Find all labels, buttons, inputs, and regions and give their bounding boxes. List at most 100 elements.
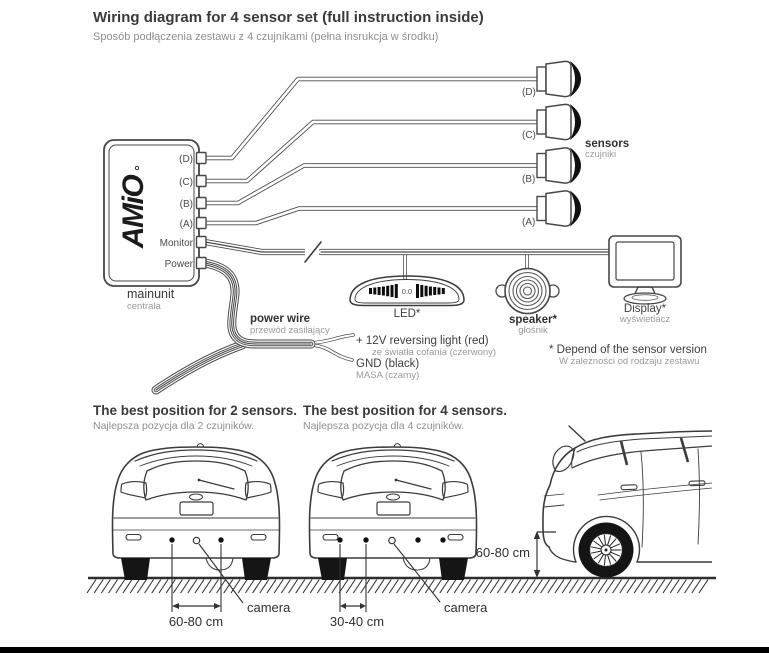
measure-height: 60-80 cm [476, 531, 556, 578]
car-rear-4-sensors [308, 442, 478, 581]
red-wire-label-pl: ze światła cofania (czerwony) [372, 347, 496, 358]
led-distance-value: 0.0 [402, 287, 412, 296]
port-connector [195, 151, 207, 165]
sensor-dot [440, 537, 446, 543]
left-section-subtitle: Najlepsza pozycja dla 2 czujników. [93, 420, 254, 432]
sensor-dot [415, 537, 421, 543]
main-unit-label-pl: centrala [127, 301, 162, 312]
window-pillar [619, 440, 629, 466]
speaker-label-pl: głośnik [518, 325, 548, 336]
led-bar [441, 288, 445, 294]
display-label: Display* [624, 303, 667, 315]
led-distance-bars [369, 284, 445, 298]
main-unit: AMiO (D) (C) (B) (A) Monitor Power mainu… [103, 139, 207, 312]
parking-sensors [536, 60, 581, 227]
port-connector [195, 256, 207, 270]
parking-sensor [536, 103, 581, 141]
height-label: 60-80 cm [476, 545, 530, 560]
display-screen [615, 241, 675, 281]
arrowhead-icon [533, 570, 541, 578]
sensor-dot [218, 537, 224, 543]
arrowhead-icon [360, 603, 366, 609]
monitor-wire [201, 238, 613, 280]
main-unit-label: mainunit [127, 287, 175, 301]
page-title: Wiring diagram for 4 sensor set (full in… [93, 9, 484, 26]
power-wire-label-pl: przewód zasilający [250, 325, 330, 336]
port-connector [195, 216, 207, 230]
camera-label-right: camera [444, 600, 488, 615]
car-rear-2-sensors [111, 442, 281, 581]
antenna [568, 425, 586, 442]
page-subtitle: Sposób podłączenia zestawu z 4 czujnikam… [93, 31, 438, 43]
led-bar [420, 285, 424, 297]
camera-label-left: camera [247, 600, 291, 615]
footnote-line2: W zależności od rodzaju zestawu [559, 356, 699, 367]
sensor-label-a: (A) [522, 217, 535, 228]
sensor-dot [169, 537, 175, 543]
sensors-label-pl: czujniki [585, 149, 616, 160]
display-monitor [608, 235, 682, 305]
black-wire-label: GND (black) [356, 358, 419, 370]
ground [86, 576, 716, 594]
door-seam [697, 448, 700, 545]
led-bar [424, 285, 428, 297]
led-bar [373, 287, 377, 295]
right-section-title: The best position for 4 sensors. [303, 403, 507, 418]
camera-callout-right: camera [393, 543, 488, 615]
arrowhead-icon [533, 531, 541, 539]
wire-break-mark [304, 241, 322, 263]
arrowhead-icon [214, 603, 221, 609]
wheel-spokes [590, 534, 622, 566]
distance-label-right: 30-40 cm [330, 614, 384, 629]
wheel-arch [572, 515, 641, 563]
sensor-face [570, 147, 581, 184]
arrowhead-icon [340, 603, 346, 609]
port-label-b: (B) [180, 199, 193, 210]
port-connector [195, 235, 207, 249]
car-side-view [542, 425, 712, 578]
right-section-subtitle: Najlepsza pozycja dla 4 czujników. [303, 420, 464, 432]
speaker [495, 267, 560, 315]
arrowhead-icon [172, 603, 179, 609]
door-seam [640, 451, 644, 548]
registered-mark-icon [134, 165, 140, 171]
parking-sensor [536, 147, 581, 184]
port-label-a: (A) [180, 219, 193, 230]
led-bar [369, 288, 372, 294]
measure-30-40-cm: 30-40 cm [330, 544, 384, 629]
sensors-label: sensors [585, 138, 629, 150]
sensor-wires [202, 76, 544, 226]
parking-sensor [536, 60, 581, 98]
camera-dot [192, 536, 201, 545]
sensor-label-c: (C) [522, 130, 536, 141]
measure-60-80-cm: 60-80 cm [169, 544, 223, 629]
speaker-label: speaker* [509, 314, 557, 326]
car-body [111, 442, 281, 581]
sensor-face [570, 61, 581, 97]
port-label-monitor: Monitor [160, 238, 194, 249]
sensor-dot [363, 537, 369, 543]
led-bar [386, 285, 390, 297]
port-connectors [195, 151, 207, 270]
led-bar [428, 286, 432, 296]
led-bar [416, 284, 419, 298]
port-connector [195, 174, 207, 188]
left-section-title: The best position for 2 sensors. [93, 403, 297, 418]
power-wire-label: power wire [250, 313, 310, 325]
camera-dot [388, 536, 396, 545]
power-wire [151, 258, 355, 395]
sensor-label-b: (B) [522, 174, 535, 185]
footnote-line1: * Depend of the sensor version [549, 344, 707, 356]
red-wire-label: + 12V reversing light (red) [356, 335, 489, 347]
ground-hatching [86, 579, 709, 594]
tail-light [552, 445, 575, 473]
sensor-dot [337, 537, 343, 543]
sensor-face [570, 104, 581, 140]
led-indicator: 0.0 [349, 275, 465, 307]
port-connector [195, 196, 207, 210]
camera-callout-left: camera [198, 543, 291, 615]
led-bar [381, 286, 385, 296]
window-pillar [679, 437, 690, 463]
amio-logo: AMiO [117, 175, 150, 249]
